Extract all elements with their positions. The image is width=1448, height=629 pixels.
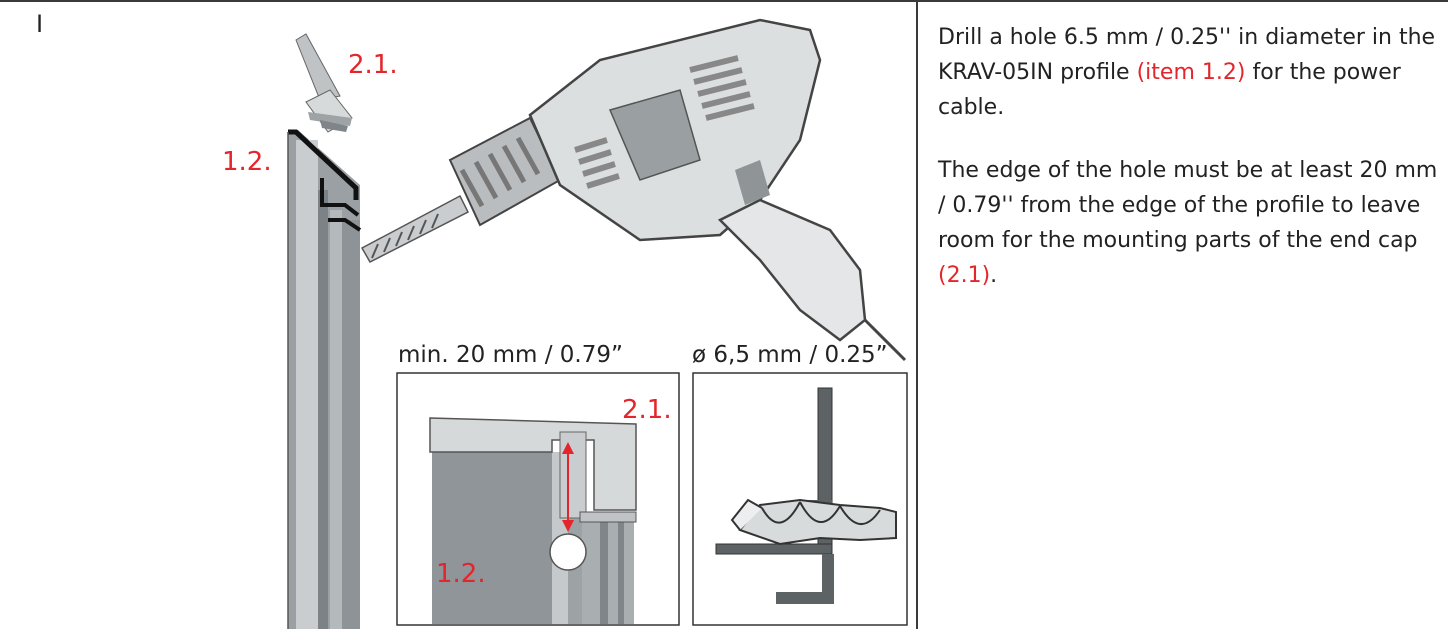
instructions-panel: Drill a hole 6.5 mm / 0.25'' in diameter…: [938, 20, 1438, 321]
step-marker: I: [36, 10, 44, 38]
hole-diameter-caption: ø 6,5 mm / 0.25”: [692, 342, 888, 368]
detail-end-cap-label: 2.1.: [622, 395, 672, 425]
end-cap-part: [295, 33, 353, 133]
power-drill: [448, 18, 907, 362]
end-cap-label: 2.1.: [348, 50, 398, 80]
instruction-paragraph-drill: Drill a hole 6.5 mm / 0.25'' in diameter…: [938, 20, 1438, 125]
instruction-text: Drill a hole 6.5 mm / 0.25'' in diameter…: [938, 25, 1436, 85]
aluminium-profile: [287, 129, 362, 629]
detail-profile-label: 1.2.: [436, 559, 486, 589]
min-distance-caption: min. 20 mm / 0.79”: [398, 342, 623, 368]
column-divider: [916, 0, 918, 629]
detail-box-distance: 2.1. 1.2.: [396, 372, 680, 626]
instruction-text: .: [990, 263, 998, 288]
drilling-illustration: 2.1. 1.2. min. 20 mm / 0.79” ø 6,5 mm / …: [222, 18, 908, 629]
end-cap-reference: (2.1): [938, 263, 991, 288]
instruction-text: for the power cable.: [938, 60, 1401, 120]
drill-bit: [360, 194, 470, 263]
profile-label: 1.2.: [222, 147, 272, 177]
item-reference: (item 1.2): [1136, 60, 1246, 85]
detail-box-section: [692, 372, 908, 626]
instruction-paragraph-edge: The edge of the hole must be at least 20…: [938, 153, 1438, 293]
top-rule: [0, 0, 1448, 2]
instruction-text: The edge of the hole must be at least 20…: [938, 158, 1438, 253]
